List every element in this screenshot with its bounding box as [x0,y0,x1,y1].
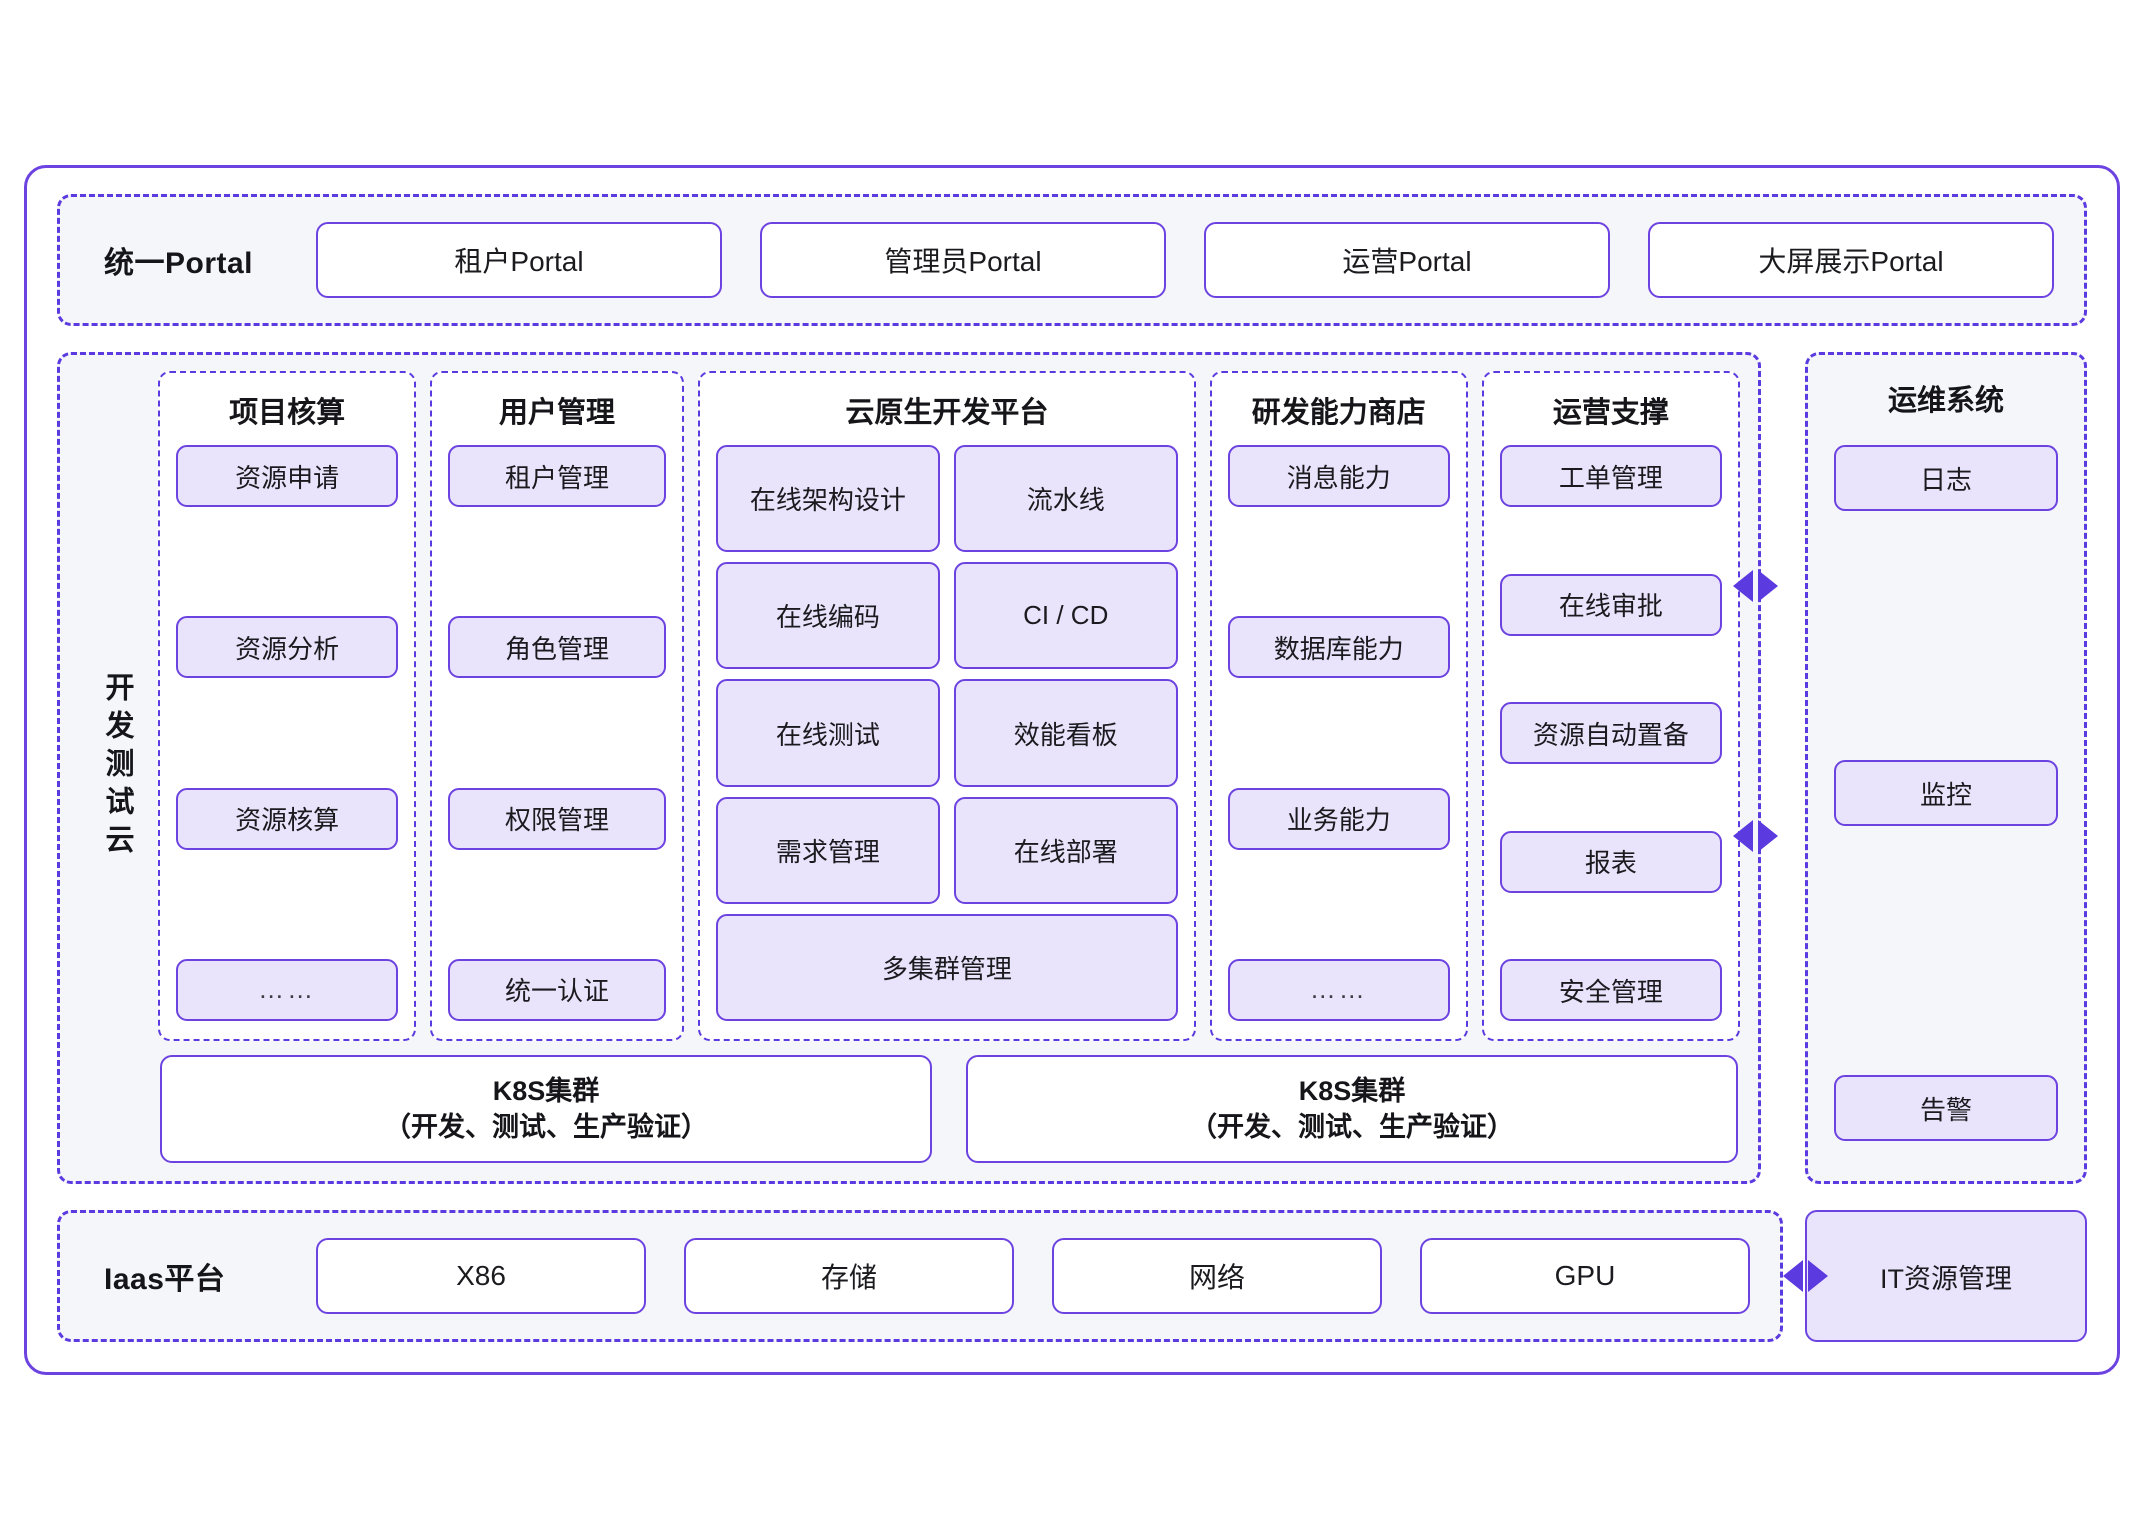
k8s-cluster-row: K8S集群 （开发、测试、生产验证） K8S集群 （开发、测试、生产验证） [158,1055,1740,1163]
column-title: 运营支撑 [1552,397,1669,429]
chip-more-capability[interactable]: …… [1227,958,1450,1021]
chip-online-coding[interactable]: 在线编码 [715,562,940,670]
cloud-row: 在线编码 CI / CD [715,562,1178,670]
capability-columns: 项目核算 资源申请 资源分析 资源核算 …… 用户管理 [158,371,1740,1041]
portal-section-label: 统一Portal [104,247,254,280]
chip-unified-auth[interactable]: 统一认证 [448,958,666,1021]
chip-online-architecture-design[interactable]: 在线架构设计 [715,445,940,553]
chip-efficiency-dashboard[interactable]: 效能看板 [953,679,1178,787]
portal-button-group: 租户Portal 管理员Portal 运营Portal 大屏展示Portal [316,222,2054,298]
bidirectional-arrow-icon-top [1733,570,1778,602]
ops-system-items: 日志 监控 告警 [1834,445,2058,1155]
chip-monitoring[interactable]: 监控 [1834,760,2058,826]
chip-log[interactable]: 日志 [1834,445,2058,511]
column-user-management: 用户管理 租户管理 角色管理 权限管理 统一认证 [430,371,684,1041]
column-cloud-native-platform: 云原生开发平台 在线架构设计 流水线 在线编码 CI / CD [697,371,1196,1041]
chip-auto-provisioning[interactable]: 资源自动置备 [1499,702,1722,764]
portal-operations[interactable]: 运营Portal [1204,222,1610,298]
cloud-row: 在线架构设计 流水线 [715,445,1178,553]
chip-permission-management[interactable]: 权限管理 [448,787,666,850]
bidirectional-arrow-icon-bottom [1733,820,1778,852]
iaas-x86[interactable]: X86 [316,1238,646,1314]
chip-online-approval[interactable]: 在线审批 [1499,573,1722,636]
k8s-cluster-1-title: K8S集群 [492,1075,600,1106]
chip-report[interactable]: 报表 [1499,830,1722,893]
chip-role-management[interactable]: 角色管理 [448,616,666,679]
chip-pipeline[interactable]: 流水线 [953,445,1178,553]
ops-system-title: 运维系统 [1887,385,2004,417]
dev-test-cloud-section: 开发测试云 项目核算 资源申请 资源分析 资源核算 …… [57,352,1761,1184]
column-title: 项目核算 [229,397,346,429]
iaas-resource-group: X86 存储 网络 GPU [316,1238,1750,1314]
chip-ci-cd[interactable]: CI / CD [953,562,1178,670]
arrow-right-icon [1758,820,1778,852]
column-items: 消息能力 数据库能力 业务能力 …… [1227,445,1450,1021]
portal-tenant[interactable]: 租户Portal [316,222,722,298]
column-title: 研发能力商店 [1251,397,1426,429]
iaas-storage[interactable]: 存储 [684,1238,1014,1314]
architecture-outer-frame: 统一Portal 租户Portal 管理员Portal 运营Portal 大屏展… [24,165,2120,1375]
cloud-row-full: 多集群管理 [715,913,1178,1022]
chip-resource-apply[interactable]: 资源申请 [176,445,399,507]
iaas-section: Iaas平台 X86 存储 网络 GPU [57,1210,1828,1342]
portal-bigscreen[interactable]: 大屏展示Portal [1648,222,2054,298]
cloud-row: 需求管理 在线部署 [715,796,1178,904]
column-items: 在线架构设计 流水线 在线编码 CI / CD 在线测试 效能看板 [715,445,1178,1022]
portal-admin[interactable]: 管理员Portal [760,222,1166,298]
bidirectional-arrow-icon-iaas [1783,1260,1828,1292]
cloud-row: 在线测试 效能看板 [715,679,1178,787]
k8s-cluster-2-title: K8S集群 [1298,1075,1406,1106]
column-rd-capability-store: 研发能力商店 消息能力 数据库能力 业务能力 …… [1209,371,1468,1041]
chip-requirement-management[interactable]: 需求管理 [715,796,940,904]
chip-multi-cluster-management[interactable]: 多集群管理 [715,913,1178,1022]
column-project-accounting: 项目核算 资源申请 资源分析 资源核算 …… [158,371,417,1041]
chip-business-capability[interactable]: 业务能力 [1227,787,1450,850]
chip-resource-analysis[interactable]: 资源分析 [176,616,399,679]
chip-ticket-management[interactable]: 工单管理 [1499,445,1722,507]
iaas-band: Iaas平台 X86 存储 网络 GPU IT资源管理 [57,1210,2087,1342]
iaas-gpu[interactable]: GPU [1420,1238,1750,1314]
column-items: 资源申请 资源分析 资源核算 …… [176,445,399,1021]
k8s-cluster-1[interactable]: K8S集群 （开发、测试、生产验证） [160,1055,932,1163]
chip-security-management[interactable]: 安全管理 [1499,959,1722,1021]
portal-section: 统一Portal 租户Portal 管理员Portal 运营Portal 大屏展… [57,194,2087,326]
arrow-left-icon [1783,1260,1803,1292]
chip-alarm[interactable]: 告警 [1834,1075,2058,1141]
arrow-right-icon [1808,1260,1828,1292]
k8s-cluster-1-subtitle: （开发、测试、生产验证） [384,1112,708,1142]
arrow-left-icon [1733,820,1753,852]
column-title: 云原生开发平台 [845,397,1049,429]
chip-database-capability[interactable]: 数据库能力 [1227,616,1450,679]
chip-online-deployment[interactable]: 在线部署 [953,796,1178,904]
column-items: 工单管理 在线审批 资源自动置备 报表 安全管理 [1499,445,1722,1021]
column-items: 租户管理 角色管理 权限管理 统一认证 [448,445,666,1021]
iaas-network[interactable]: 网络 [1052,1238,1382,1314]
chip-resource-accounting[interactable]: 资源核算 [176,787,399,850]
dev-test-cloud-body: 项目核算 资源申请 资源分析 资源核算 …… 用户管理 [154,371,1740,1163]
arrow-right-icon [1758,570,1778,602]
iaas-section-label: Iaas平台 [104,1263,226,1296]
chip-tenant-management[interactable]: 租户管理 [448,445,666,507]
dev-test-cloud-label: 开发测试云 [100,672,133,862]
column-title: 用户管理 [499,397,616,429]
column-operation-support: 运营支撑 工单管理 在线审批 资源自动置备 报表 安全管理 [1481,371,1740,1041]
chip-online-testing[interactable]: 在线测试 [715,679,940,787]
k8s-cluster-2-subtitle: （开发、测试、生产验证） [1190,1112,1514,1142]
chip-message-capability[interactable]: 消息能力 [1227,445,1450,507]
middle-band: 开发测试云 项目核算 资源申请 资源分析 资源核算 …… [57,352,2087,1184]
arrow-left-icon [1733,570,1753,602]
it-resource-management[interactable]: IT资源管理 [1805,1210,2087,1342]
ops-system-section: 运维系统 日志 监控 告警 [1805,352,2087,1184]
chip-more-project[interactable]: …… [176,958,399,1021]
k8s-cluster-2[interactable]: K8S集群 （开发、测试、生产验证） [966,1055,1738,1163]
